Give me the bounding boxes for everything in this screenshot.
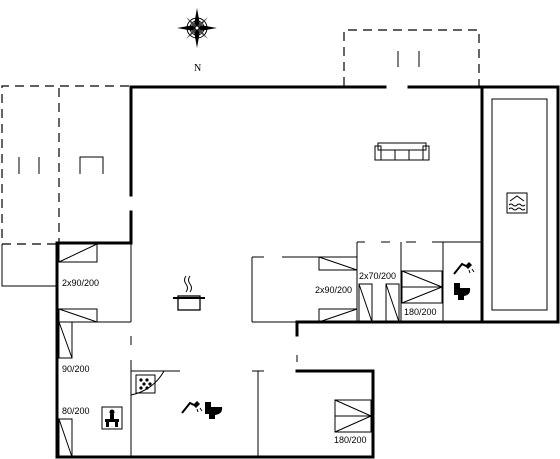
label-left-upper-bed: 2x90/200 [62, 278, 99, 288]
bed-small-a-left [358, 283, 373, 323]
pool-icon [506, 192, 528, 214]
left-annex [1, 244, 57, 287]
terraces [1, 29, 480, 245]
sofa-icon [374, 142, 430, 161]
pool [491, 98, 548, 311]
bed-left-lower [58, 418, 73, 458]
north-label: N [194, 63, 201, 74]
label-left-middle-bed: 90/200 [62, 364, 90, 374]
bed-left-single [58, 321, 73, 359]
bed-small-a-right [385, 283, 400, 323]
toilet-icon [454, 283, 471, 300]
sauna-icon [101, 406, 123, 430]
shower-icon [453, 262, 475, 275]
label-left-lower-bed: 80/200 [62, 406, 90, 416]
toilet-icon [205, 402, 223, 419]
bed-left-middle [58, 308, 98, 323]
bed-center-top [318, 256, 358, 271]
label-bottom-bed: 180/200 [334, 435, 367, 445]
label-small-bed-a: 2x70/200 [359, 271, 396, 281]
label-center-bed: 2x90/200 [315, 285, 352, 295]
exterior-walls [55, 85, 560, 459]
shower-icon [181, 401, 203, 414]
compass-icon [177, 8, 217, 48]
stove-icon [135, 374, 156, 394]
cooking-pot-icon [173, 275, 205, 311]
bed-center-bottom [318, 308, 358, 323]
beds [58, 243, 443, 458]
label-small-bed-b: 180/200 [404, 307, 437, 317]
bed-left-upper [58, 243, 98, 263]
